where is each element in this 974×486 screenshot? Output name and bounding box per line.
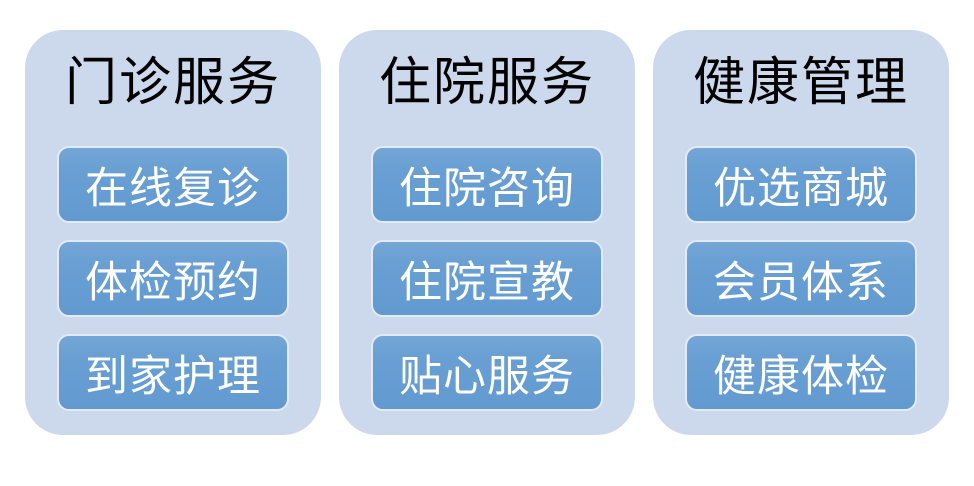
button-health-checkup[interactable]: 健康体检 bbox=[685, 334, 917, 411]
button-online-followup[interactable]: 在线复诊 bbox=[57, 146, 289, 223]
button-checkup-appointment[interactable]: 体检预约 bbox=[57, 240, 289, 317]
button-group-inpatient: 住院咨询 住院宣教 贴心服务 bbox=[371, 146, 603, 411]
card-title-health-management: 健康管理 bbox=[692, 55, 909, 112]
button-inpatient-consult[interactable]: 住院咨询 bbox=[371, 146, 603, 223]
button-group-health-management: 优选商城 会员体系 健康体检 bbox=[685, 146, 917, 411]
button-group-outpatient: 在线复诊 体检预约 到家护理 bbox=[57, 146, 289, 411]
card-title-outpatient: 门诊服务 bbox=[64, 55, 281, 112]
button-preferred-mall[interactable]: 优选商城 bbox=[685, 146, 917, 223]
button-caring-service[interactable]: 贴心服务 bbox=[371, 334, 603, 411]
button-home-nursing[interactable]: 到家护理 bbox=[57, 334, 289, 411]
button-inpatient-education[interactable]: 住院宣教 bbox=[371, 240, 603, 317]
service-columns: 门诊服务 在线复诊 体检预约 到家护理 住院服务 住院咨询 住院宣教 贴心服务 … bbox=[25, 30, 949, 435]
card-health-management: 健康管理 优选商城 会员体系 健康体检 bbox=[653, 30, 949, 435]
card-inpatient-services: 住院服务 住院咨询 住院宣教 贴心服务 bbox=[339, 30, 635, 435]
button-membership-system[interactable]: 会员体系 bbox=[685, 240, 917, 317]
card-outpatient-services: 门诊服务 在线复诊 体检预约 到家护理 bbox=[25, 30, 321, 435]
card-title-inpatient: 住院服务 bbox=[378, 55, 595, 112]
